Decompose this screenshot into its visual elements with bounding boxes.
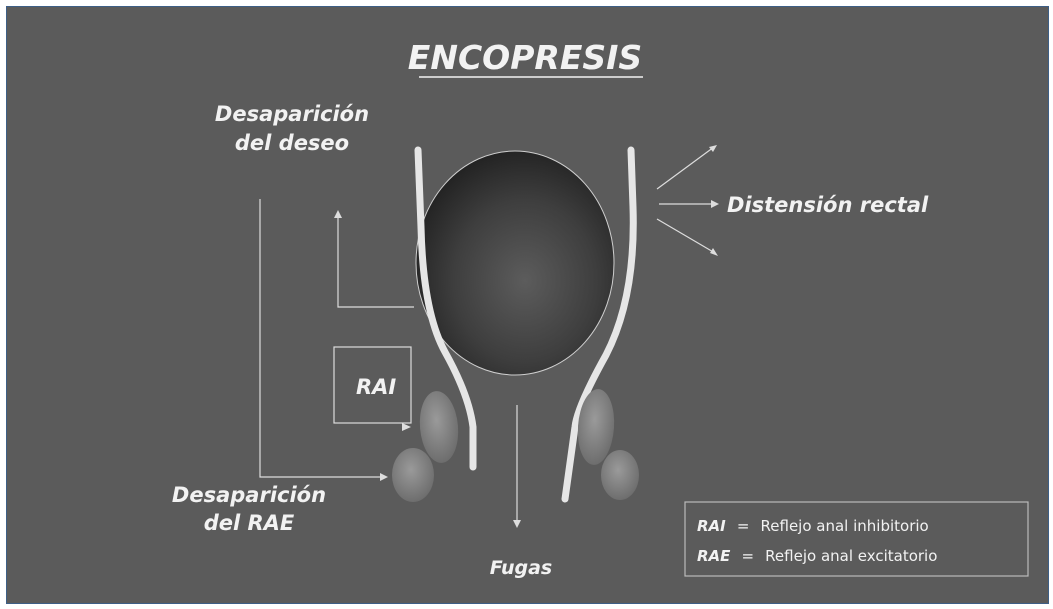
label-loss-of-rae-line1: Desaparición <box>172 483 326 507</box>
label-rectal-distension: Distensión rectal <box>727 193 929 217</box>
legend-abbr-rai: RAI <box>697 517 726 535</box>
connector-loss-of-urge <box>334 210 414 307</box>
label-loss-of-rae-line2: del RAE <box>204 511 295 535</box>
legend-item-rai: RAI = Reflejo anal inhibitorio <box>697 516 929 535</box>
legend-sep-rae: = <box>742 547 755 565</box>
external-sphincter-left <box>392 448 434 502</box>
connector-loss-of-rae <box>260 199 388 481</box>
legend-item-rae: RAE = Reflejo anal excitatorio <box>697 546 937 565</box>
legend-sep-rai: = <box>737 517 750 535</box>
connector-rai <box>402 423 411 431</box>
label-loss-of-urge-line1: Desaparición <box>215 102 369 126</box>
legend-text-rae: Reflejo anal excitatorio <box>765 547 937 565</box>
label-leakage: Fugas <box>490 557 552 579</box>
legend: RAI = Reflejo anal inhibitorio RAE = Ref… <box>685 502 1028 576</box>
legend-abbr-rae: RAE <box>697 547 731 565</box>
distension-arrows <box>657 145 719 256</box>
label-rai: RAI <box>356 375 396 399</box>
slide: ENCOPRESIS Desaparición del deseo Disten… <box>6 6 1049 604</box>
leakage-arrow <box>513 405 521 528</box>
external-sphincter-right <box>601 450 639 500</box>
legend-text-rai: Reflejo anal inhibitorio <box>761 517 929 535</box>
label-loss-of-urge-line2: del deseo <box>235 131 349 155</box>
encopresis-diagram: ENCOPRESIS Desaparición del deseo Disten… <box>7 7 1049 604</box>
fecal-mass <box>416 151 614 375</box>
page-title: ENCOPRESIS <box>408 38 642 77</box>
